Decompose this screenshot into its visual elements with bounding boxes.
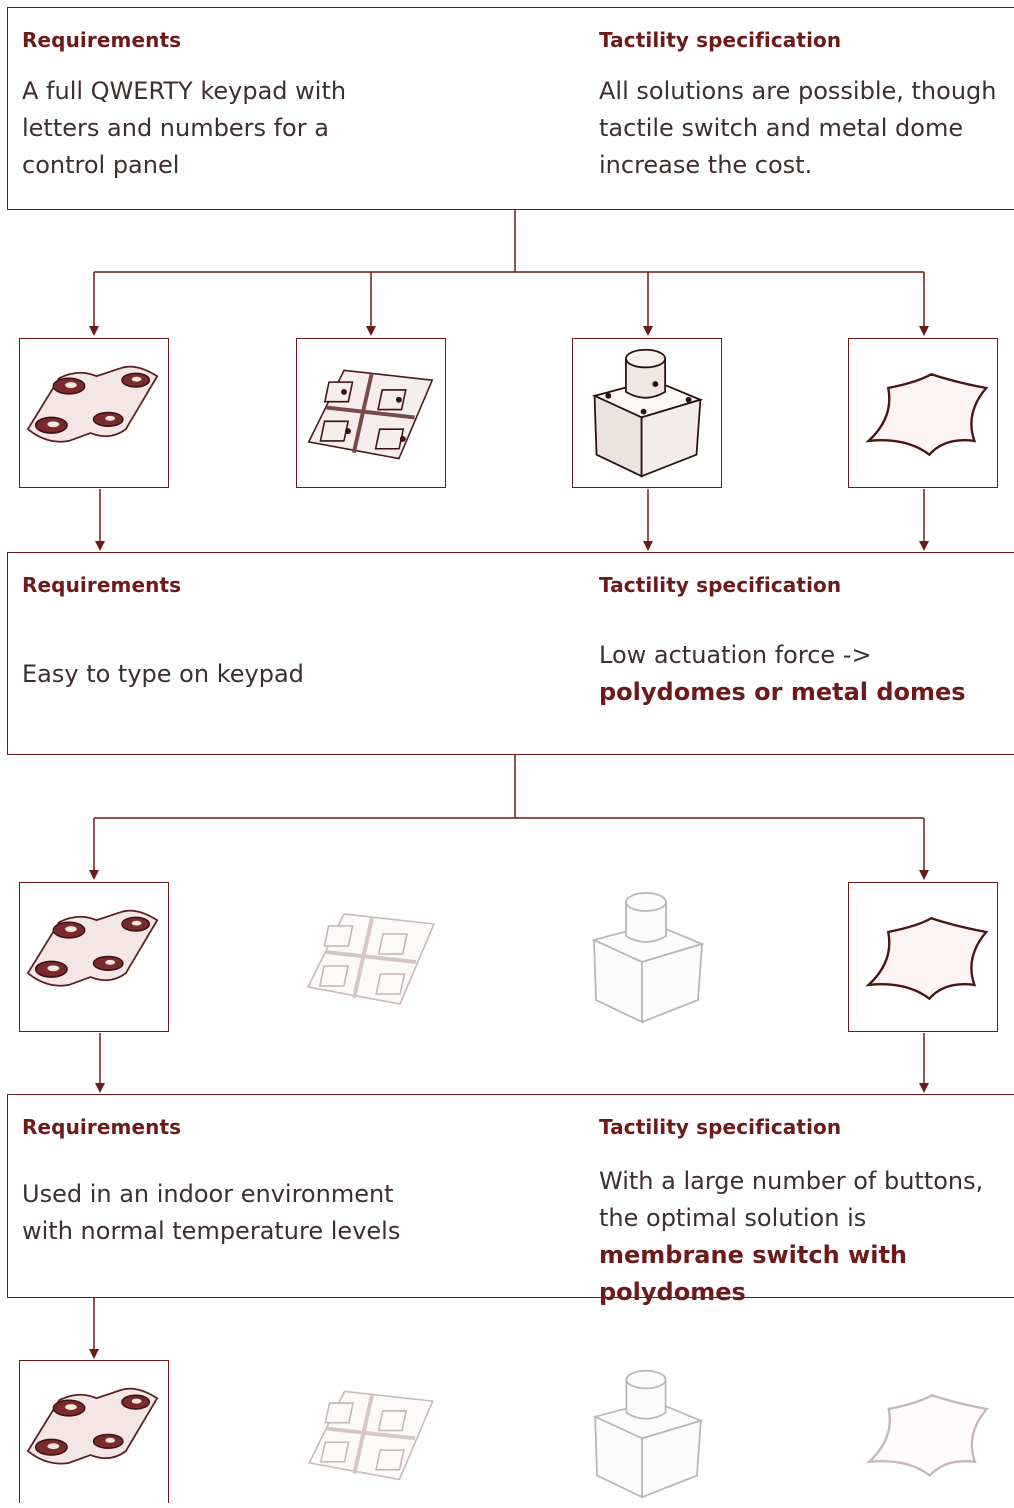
polydome-icon <box>26 909 159 987</box>
stage3-spec-text: With a large number of buttons, the opti… <box>599 1163 1012 1311</box>
stage2-requirements-heading: Requirements <box>22 573 182 597</box>
metal-dome-icon <box>865 372 989 457</box>
stage2-spec-text: Low actuation force -> polydomes or metal… <box>599 637 1009 711</box>
membrane-dome-option-box <box>296 338 446 488</box>
stage1-panel <box>7 7 1014 210</box>
stage2-spec-bold: polydomes or metal domes <box>599 678 966 706</box>
polydome-final-box <box>19 1360 169 1503</box>
tactile-switch-option-faded <box>572 882 722 1032</box>
tactile-switch-icon <box>591 892 705 1024</box>
stage3-requirements-heading: Requirements <box>22 1115 182 1139</box>
stage2-spec-heading: Tactility specification <box>599 573 842 597</box>
stage3-panel <box>7 1094 1014 1298</box>
polydome-option-box <box>19 338 169 488</box>
stage1-spec-text: All solutions are possible, though tacti… <box>599 77 997 179</box>
polydome-option-box-2 <box>19 882 169 1032</box>
stage3-spec-bold: membrane switch with polydomes <box>599 1241 908 1306</box>
metal-dome-option-box-2 <box>848 882 998 1032</box>
polydome-icon <box>26 365 159 443</box>
stage3-spec-heading: Tactility specification <box>599 1115 842 1139</box>
membrane-dome-option-faded <box>296 882 446 1032</box>
membrane-dome-icon <box>308 1390 434 1481</box>
tactile-switch-icon <box>592 1369 704 1499</box>
tactile-switch-icon <box>591 348 704 478</box>
metal-dome-final-faded <box>848 1360 998 1503</box>
metal-dome-icon <box>865 916 989 1001</box>
stage1-spec-heading: Tactility specification <box>599 28 842 52</box>
stage2-panel <box>7 552 1014 755</box>
membrane-dome-icon <box>307 369 434 460</box>
membrane-dome-icon <box>306 913 436 1005</box>
polydome-icon <box>26 1387 159 1465</box>
stage3-spec-plain: With a large number of buttons, the opti… <box>599 1167 984 1232</box>
tactile-switch-option-box <box>572 338 722 488</box>
stage2-requirements-text: Easy to type on keypad <box>22 660 304 688</box>
stage3-requirements-text: Used in an indoor environment with norma… <box>22 1180 401 1245</box>
metal-dome-icon <box>865 1393 989 1478</box>
stage1-requirements-text: A full QWERTY keypad with letters and nu… <box>22 77 347 179</box>
stage1-requirements-heading: Requirements <box>22 28 182 52</box>
stage2-spec-plain: Low actuation force -> <box>599 641 872 669</box>
tactile-switch-final-faded <box>572 1360 722 1503</box>
membrane-dome-final-faded <box>296 1360 446 1503</box>
metal-dome-option-box <box>848 338 998 488</box>
